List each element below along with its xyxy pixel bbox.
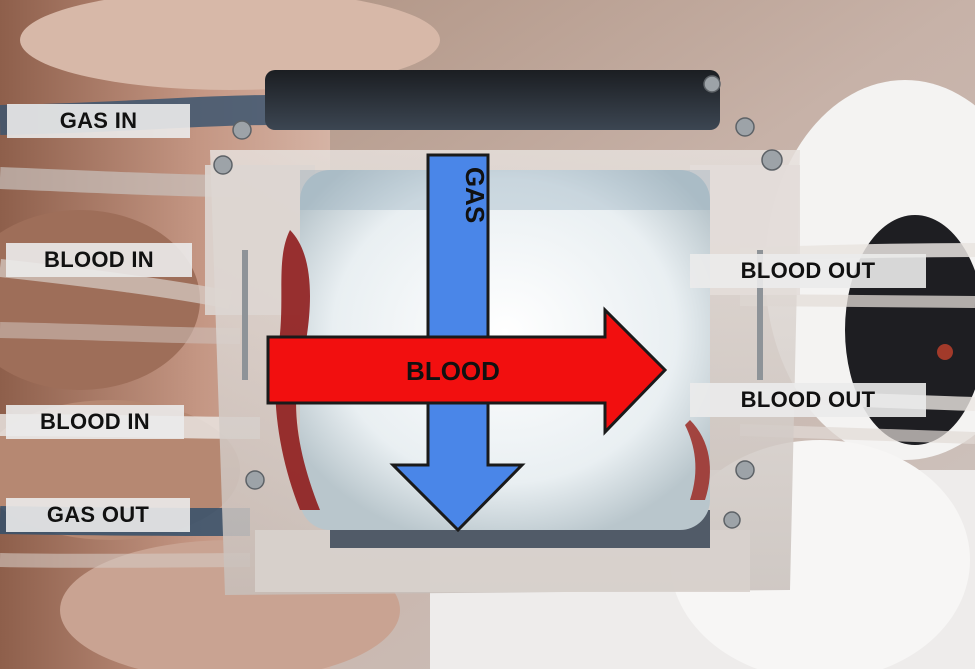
blood-in-label-top: BLOOD IN [6, 243, 192, 277]
blood-arrow-shape [266, 306, 668, 436]
gas-in-label: GAS IN [7, 104, 190, 138]
gas-out-label: GAS OUT [6, 498, 190, 532]
blood-in-label-bottom: BLOOD IN [6, 405, 184, 439]
blood-out-label-top: BLOOD OUT [690, 254, 926, 288]
blood-out-label-bottom: BLOOD OUT [690, 383, 926, 417]
